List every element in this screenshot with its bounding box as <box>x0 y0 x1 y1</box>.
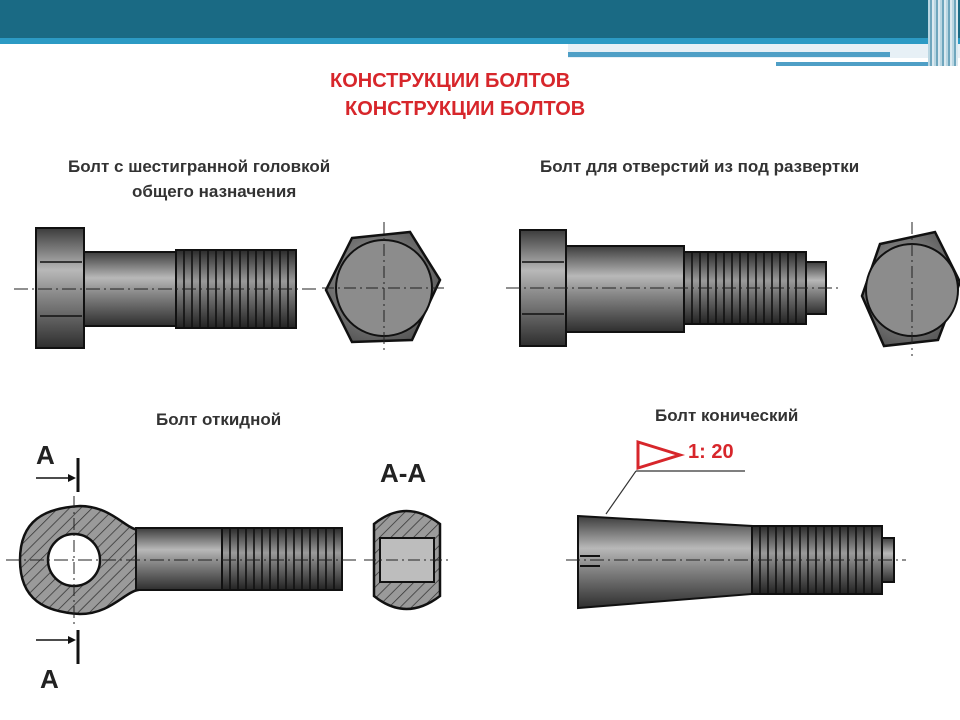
hex-bolt-end-view <box>322 222 448 352</box>
caption-reamer-bolt: Болт для отверстий из под развертки <box>540 157 860 176</box>
reamer-bolt-end-view <box>860 222 960 356</box>
header-stripe <box>0 38 960 44</box>
taper-symbol <box>636 439 686 471</box>
caption-conical-bolt: Болт конический <box>655 406 799 425</box>
taper-ratio: 1: 20 <box>688 441 734 463</box>
section-aa-label: А-А <box>380 458 427 488</box>
eye-bolt-section-aa <box>364 509 452 611</box>
header-edge-decoration <box>928 0 958 66</box>
section-mark-top: А <box>36 440 55 470</box>
reamer-bolt-side-view <box>506 229 842 347</box>
conical-bolt-side-view <box>566 439 906 610</box>
slide-header-bar <box>0 0 960 38</box>
slide-title-line1: КОНСТРУКЦИИ БОЛТОВ <box>330 70 571 92</box>
hex-bolt-side-view <box>14 227 316 349</box>
caption-eye-bolt: Болт откидной <box>156 410 282 429</box>
caption-hex-bolt-line2: общего назначения <box>132 182 297 201</box>
eye-bolt-side-view <box>6 458 358 664</box>
header-accent-line <box>568 52 890 57</box>
section-mark-bottom: А <box>40 664 59 694</box>
caption-hex-bolt-line1: Болт с шестигранной головкой <box>68 157 331 176</box>
header-accent-line-2 <box>776 62 946 66</box>
hex-head <box>35 227 85 349</box>
slide-title-line2: КОНСТРУКЦИИ БОЛТОВ <box>345 98 586 120</box>
